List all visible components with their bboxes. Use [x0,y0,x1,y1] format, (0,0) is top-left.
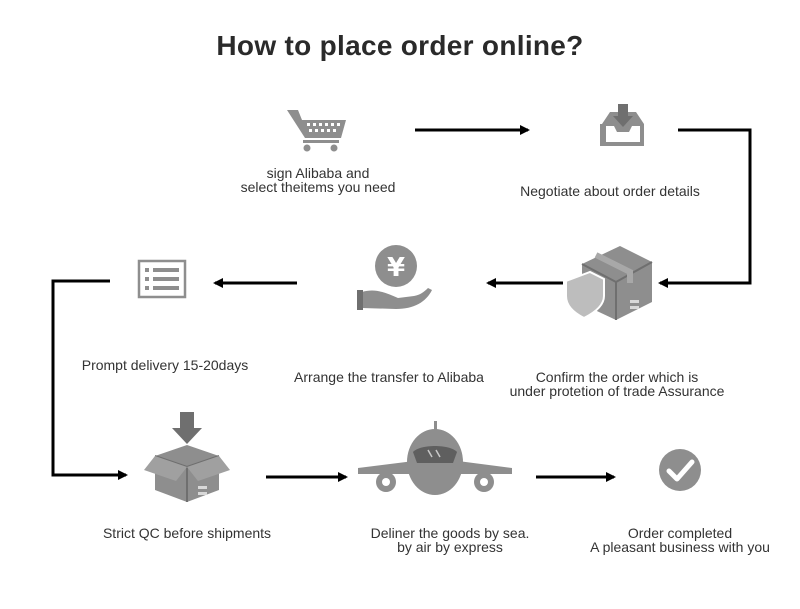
step-4-label: Arrange the transfer to Alibaba [294,369,484,385]
step-6-label: Strict QC before shipments [102,525,272,541]
shield-box-icon [565,246,653,320]
step-3-label: Confirm the order which is under proteti… [509,369,725,399]
arrow-step5-to-step6 [51,279,128,480]
step-5-label: Prompt delivery 15-20days [81,357,249,373]
page-title: How to place order online? [216,30,584,61]
checkmark-circle-icon [659,449,701,491]
svg-text:¥: ¥ [387,253,405,283]
step-1-label: sign Alibaba and select theitems you nee… [240,165,396,195]
airplane-icon [358,421,512,495]
yuan-coin-hand-icon: ¥ [357,245,432,310]
arrow-step2-to-step3 [658,128,752,288]
shopping-cart-icon [287,110,346,152]
step-2-label: Negotiate about order details [520,183,700,199]
step-7-label: Deliner the goods by sea. by air by expr… [370,525,530,555]
inbox-download-icon [600,104,644,146]
step-8-label: Order completed A pleasant business with… [590,525,770,555]
list-document-icon [137,259,187,299]
box-download-icon [144,412,230,502]
